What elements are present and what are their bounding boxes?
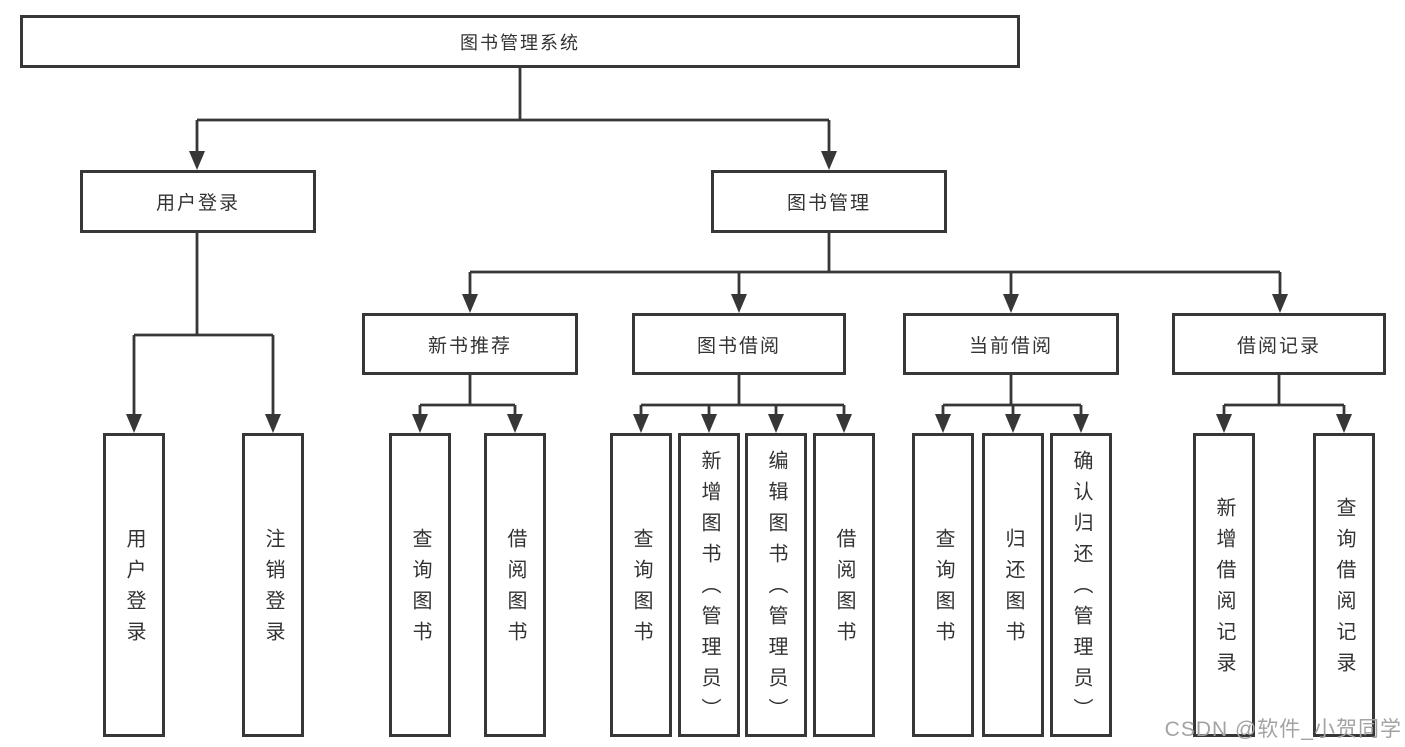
node-borrow-records: 借阅记录 [1172, 313, 1386, 375]
leaf-add-borrow-record: 新增借阅记录 [1193, 433, 1255, 737]
leaf-borrow-book-label: 借阅图书 [833, 527, 855, 652]
leaf-query-borrow-record: 查询借阅记录 [1313, 433, 1375, 737]
node-new-book-recommend-label: 新书推荐 [427, 335, 512, 357]
node-borrow-records-label: 借阅记录 [1236, 335, 1321, 357]
node-root-label: 图书管理系统 [460, 32, 580, 53]
node-new-book-recommend: 新书推荐 [362, 313, 578, 375]
leaf-borrow-book: 借阅图书 [813, 433, 875, 737]
leaf-query-borrow-record-label: 查询借阅记录 [1333, 496, 1355, 683]
leaf-add-book-admin-label: 新增图书（管理员） [698, 450, 720, 729]
node-user-login-label: 用户登录 [155, 193, 240, 214]
node-current-borrow-label: 当前借阅 [968, 335, 1053, 357]
leaf-edit-book-admin-label: 编辑图书（管理员） [765, 450, 787, 729]
leaf-logout: 注销登录 [242, 433, 304, 737]
csdn-watermark: CSDN @软件_小贺同学 [1164, 718, 1402, 741]
leaf-query-book-recommend: 查询图书 [389, 433, 451, 737]
leaf-borrow-book-recommend: 借阅图书 [484, 433, 546, 737]
leaf-query-book-borrow-label: 查询图书 [630, 527, 652, 652]
node-book-borrow: 图书借阅 [632, 313, 846, 375]
node-book-management: 图书管理 [711, 170, 947, 233]
leaf-confirm-return-admin-label: 确认归还（管理员） [1070, 450, 1092, 729]
node-current-borrow: 当前借阅 [903, 313, 1119, 375]
node-book-management-label: 图书管理 [786, 193, 871, 214]
leaf-add-borrow-record-label: 新增借阅记录 [1213, 496, 1235, 683]
leaf-edit-book-admin: 编辑图书（管理员） [745, 433, 807, 737]
leaf-query-book-recommend-label: 查询图书 [409, 527, 431, 652]
leaf-query-book-current-label: 查询图书 [932, 527, 954, 652]
leaf-query-book-borrow: 查询图书 [610, 433, 672, 737]
node-root: 图书管理系统 [20, 15, 1020, 68]
leaf-return-book: 归还图书 [982, 433, 1044, 737]
node-user-login: 用户登录 [80, 170, 316, 233]
leaf-add-book-admin: 新增图书（管理员） [678, 433, 740, 737]
leaf-borrow-book-recommend-label: 借阅图书 [504, 527, 526, 652]
node-book-borrow-label: 图书借阅 [696, 335, 781, 357]
leaf-confirm-return-admin: 确认归还（管理员） [1050, 433, 1112, 737]
leaf-return-book-label: 归还图书 [1002, 527, 1024, 652]
leaf-user-login-label: 用户登录 [123, 527, 145, 652]
leaf-logout-label: 注销登录 [262, 527, 284, 652]
leaf-query-book-current: 查询图书 [912, 433, 974, 737]
leaf-user-login: 用户登录 [103, 433, 165, 737]
